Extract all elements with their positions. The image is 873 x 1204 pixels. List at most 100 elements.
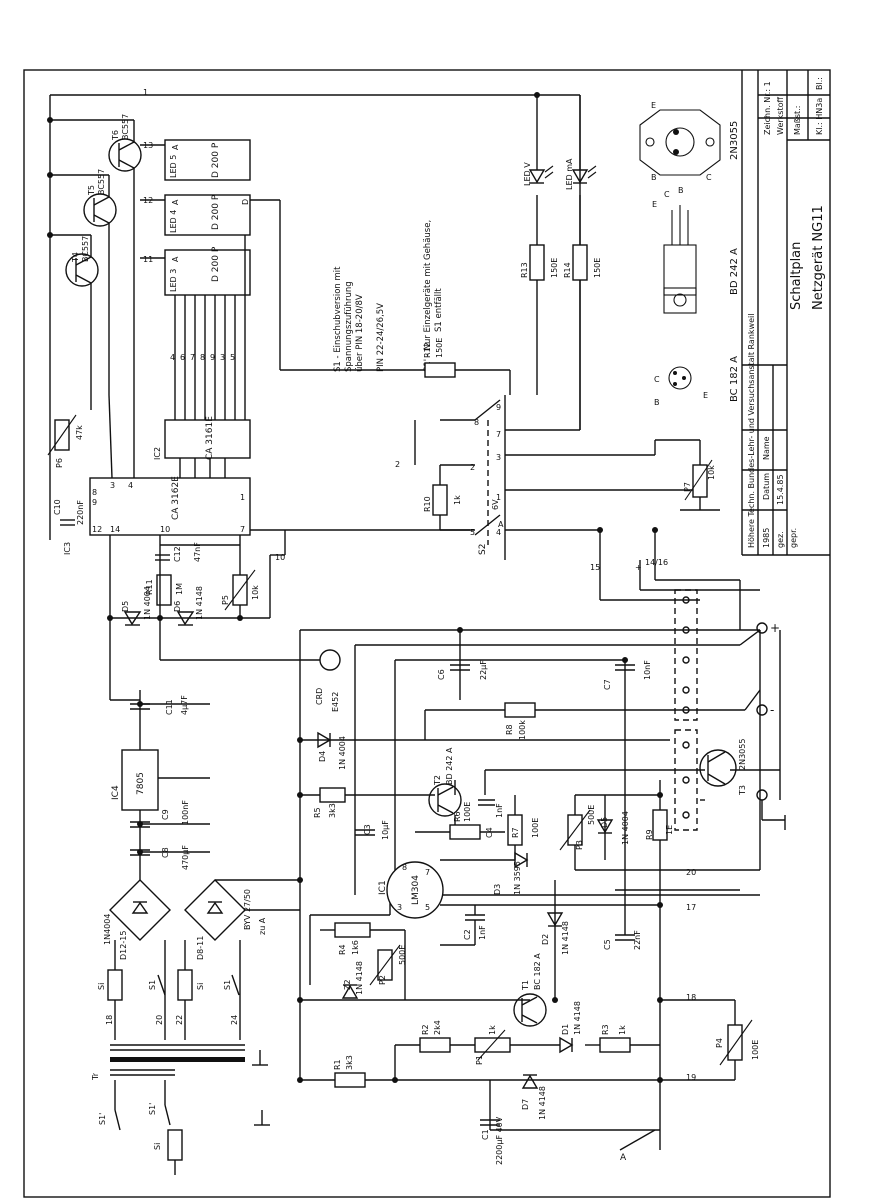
package-label-bd242a: BD 242 A [729, 248, 740, 295]
svg-text:8: 8 [200, 353, 205, 362]
diode-d5: D5 1N 4004 [596, 811, 630, 845]
t5-type: BC557 [97, 169, 106, 195]
p6-val: 47k [75, 425, 84, 440]
svg-text:D: D [241, 199, 250, 205]
si2-ref: Si [196, 983, 205, 990]
si3-ref: Si [153, 1143, 162, 1150]
led5-label: LED 5 [169, 155, 178, 178]
bridge-d8-11: D8-11 BYV 27/50 zu A [184, 879, 300, 960]
c5-ref: C5 [603, 939, 612, 950]
svg-text:+: + [635, 563, 642, 572]
d7-val: 1N 4148 [195, 586, 204, 620]
s2-ref: S2 [478, 544, 488, 555]
svg-text:8: 8 [474, 418, 479, 427]
c11-val: 4µ7F [180, 695, 189, 715]
resistor-r13: R13 150E [520, 244, 559, 281]
svg-text:5: 5 [230, 353, 235, 362]
p5-ref: P5 [221, 595, 230, 605]
note-s1p-line2: S1 entfällt [434, 288, 444, 332]
s1a-ref: S1 [148, 980, 157, 990]
c7-ref: C7 [603, 679, 612, 690]
svg-text:E: E [652, 200, 657, 209]
resistor-r12: R12 150E [423, 338, 456, 378]
svg-text:E: E [703, 391, 708, 400]
svg-text:9: 9 [210, 353, 215, 362]
capacitor-c7: C7 10nF [603, 660, 652, 690]
t6-type: BC557 [121, 114, 130, 140]
d6-ref: D5 [121, 601, 130, 612]
ic1-lm304: IC1 LM304 8 7 3 5 [378, 861, 444, 919]
title-checked-label: gepr. [789, 528, 798, 548]
t2-type: BD 242 A [445, 747, 454, 785]
r6-ref: R6 [453, 811, 462, 822]
svg-text:3: 3 [110, 481, 115, 490]
led4-label: LED 4 [169, 210, 178, 233]
svg-text:C: C [654, 375, 660, 384]
title-block: Höhere Techn. Bundes-Lehr- und Versuchsa… [741, 70, 830, 556]
drawing-frame [23, 69, 831, 1198]
transistor-t5: T5 BC557 [83, 169, 117, 227]
switch-s2: S2 6V 9 7 8 3 2 1 4 5 A 2 R10 1k [395, 395, 700, 560]
r11-ref: R11 [145, 579, 154, 595]
transistor-t2: T2 BD 242 A [428, 747, 462, 817]
fuse-si-2: Si [177, 969, 205, 1001]
potentiometer-p6: P6 47k [47, 414, 84, 468]
potentiometer-p3: P3 500E [559, 805, 596, 851]
r2-val: 2k4 [433, 1020, 442, 1035]
diode-d6: D5 1N 4004 [121, 586, 152, 626]
c5-val: 22nF [633, 930, 642, 950]
note-s1-line4: PIN 22-24/26,5V [376, 303, 386, 372]
led4-type: D 200 P [211, 194, 221, 230]
p3-ref: P3 [575, 840, 584, 850]
svg-text:2: 2 [395, 460, 400, 469]
r8-val: 100k [518, 720, 527, 740]
d5-val: 1N 4004 [621, 811, 630, 845]
svg-text:19: 19 [686, 1073, 696, 1082]
transistor-t3: T3 2N3055 [699, 739, 747, 796]
svg-text:E: E [651, 101, 656, 110]
svg-text:15: 15 [590, 563, 600, 572]
svg-text:5: 5 [470, 528, 475, 537]
c2-val: 1nF [478, 925, 487, 940]
svg-text:2: 2 [470, 463, 475, 472]
d1-ref: D1 [561, 1024, 570, 1035]
led3-label: LED 3 [169, 269, 178, 292]
pin-24: 24 [230, 1015, 239, 1025]
svg-text:A: A [171, 256, 180, 262]
crd-val: E452 [331, 692, 340, 712]
ic3-type: CA 3162E [171, 476, 181, 520]
d2-ref: D2 [541, 934, 550, 945]
terminal-block [674, 589, 698, 831]
title-scale: Maßst.: [793, 106, 802, 135]
c7-val: 10nF [643, 660, 652, 680]
junction-dots [47, 92, 663, 1083]
t4-ref: T4 [71, 252, 80, 263]
svg-text:B: B [654, 398, 660, 407]
r4-val: 1k6 [351, 940, 360, 955]
resistor-r9: R9 1E [645, 809, 674, 841]
led5-type: D 200 P [211, 142, 221, 178]
svg-text:5: 5 [425, 903, 430, 912]
c11-ref: C11 [165, 699, 174, 715]
zener-z2: Z2 1N 4148 [341, 961, 364, 999]
package-bc182a: C B E BC 182 A [654, 356, 740, 407]
d7-ref: D6 [173, 601, 182, 612]
capacitor-c10: C10 220nF [53, 499, 85, 526]
fuse-si-1: Si [97, 969, 123, 1001]
t3-type: 2N3055 [738, 739, 747, 770]
ic2-type: CA 3161E [205, 416, 215, 460]
wiring-bottom-left: 18 20 22 24 [105, 940, 241, 1040]
ic4-ref: IC4 [111, 785, 121, 800]
r8-ref: R8 [505, 724, 514, 735]
title-material: Werkstoff [776, 97, 785, 135]
p5-val: 10k [251, 585, 260, 600]
t6-ref: T6 [111, 130, 120, 141]
svg-text:A: A [171, 199, 180, 205]
wiring-main: 15 + 14/16 20 17 18 19 A [299, 530, 781, 1163]
c8-val: 470µF [181, 845, 190, 870]
svg-text:7: 7 [425, 868, 430, 877]
title-drawn-label: gez. [776, 531, 785, 548]
title-drawing-type: Schaltplan [789, 242, 804, 310]
led-ma-label: LED mA [565, 158, 574, 190]
